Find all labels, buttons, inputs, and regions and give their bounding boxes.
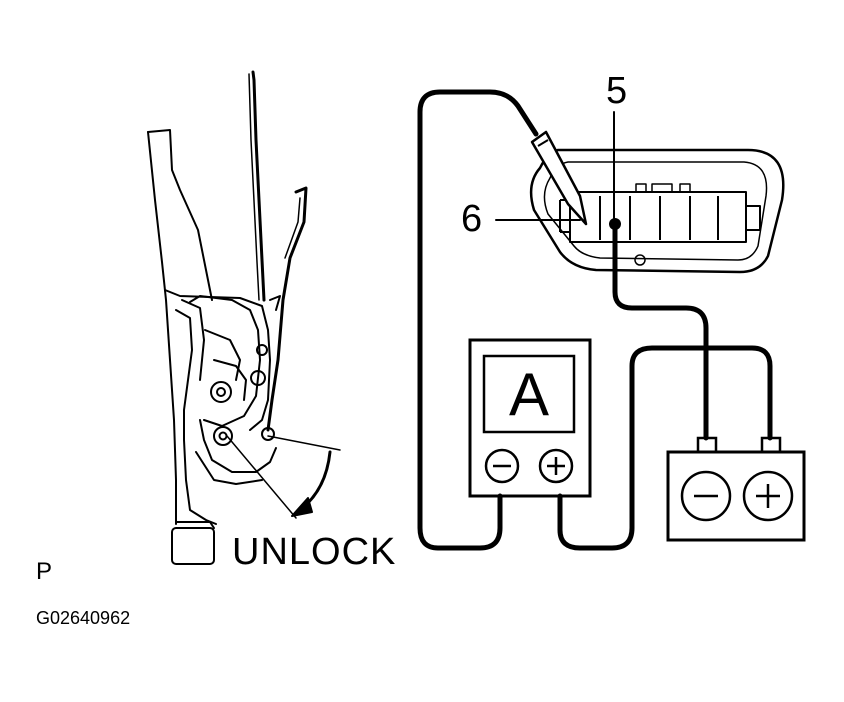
ammeter-letter: A — [508, 361, 550, 428]
terminal-5-label: 5 — [606, 70, 628, 112]
battery-icon — [666, 436, 806, 542]
figure-code: G02640962 — [36, 608, 131, 628]
connector-icon — [529, 148, 785, 274]
ammeter-icon — [468, 338, 592, 498]
wiring — [417, 89, 773, 551]
view-letter: P — [36, 558, 53, 585]
door-lock-actuator-icon — [147, 70, 341, 565]
terminal-6-label: 6 — [461, 198, 483, 240]
unlock-label: UNLOCK — [232, 531, 397, 573]
probe-icon — [530, 130, 588, 226]
